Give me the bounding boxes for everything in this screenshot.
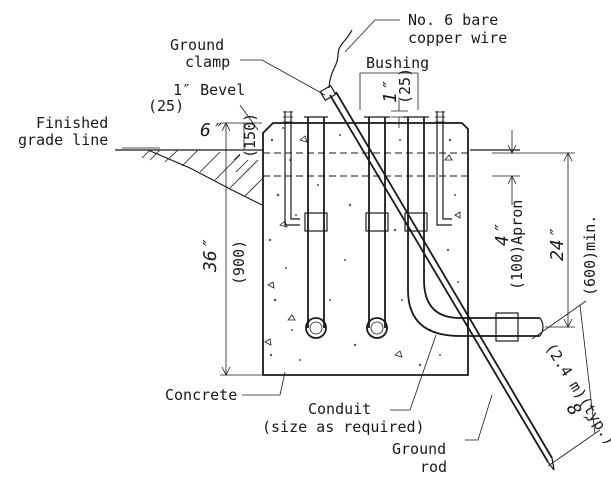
- rod-length-metric-dim: (2.4 m)(typ.): [542, 340, 611, 449]
- top-projection-dim: 1″: [380, 81, 401, 103]
- leader-lines: [122, 19, 601, 467]
- finished-grade-surface: [115, 149, 520, 206]
- apron-metric-dim: (100)Apron: [508, 200, 526, 290]
- min-depth-dim: 24″: [547, 228, 568, 261]
- bevel-metric-label: (25): [148, 97, 184, 115]
- conduit-left: [304, 116, 328, 339]
- above-grade-metric-dim: (150): [241, 113, 259, 158]
- copper-wire: [328, 29, 353, 89]
- above-grade-dim: 6″: [200, 120, 222, 141]
- conduit-label-line2: (size as required): [262, 418, 425, 436]
- top-projection-metric-dim: (25): [396, 68, 414, 104]
- dimension-lines: [220, 100, 596, 435]
- min-depth-metric-dim: (600)min.: [581, 215, 599, 296]
- conduit-middle: [364, 116, 390, 339]
- copper-wire-label-line1: No. 6 bare: [408, 11, 498, 29]
- ground-rod-label-line2: rod: [420, 458, 447, 476]
- bushing-label: Bushing: [366, 54, 429, 72]
- depth-dim: 36″: [200, 239, 221, 273]
- conduit-label-line1: Conduit: [308, 400, 371, 418]
- finished-grade-label-line1: Finished: [36, 114, 108, 132]
- copper-wire-label-line2: copper wire: [408, 29, 507, 47]
- anchor-bolts: [283, 111, 452, 226]
- ground-rod: [319, 84, 555, 471]
- ground-clamp-label-line2: clamp: [185, 53, 230, 71]
- ground-clamp-label-line1: Ground: [170, 36, 224, 54]
- bevel-label: 1″ Bevel: [173, 81, 245, 99]
- finished-grade-label-line2: grade line: [18, 131, 108, 149]
- ground-rod-label-line1: Ground: [392, 440, 446, 458]
- concrete-label: Concrete: [165, 386, 237, 404]
- depth-metric-dim: (900): [230, 240, 248, 285]
- concrete-foundation: [262, 122, 469, 376]
- apron-dim: 4″: [492, 224, 513, 246]
